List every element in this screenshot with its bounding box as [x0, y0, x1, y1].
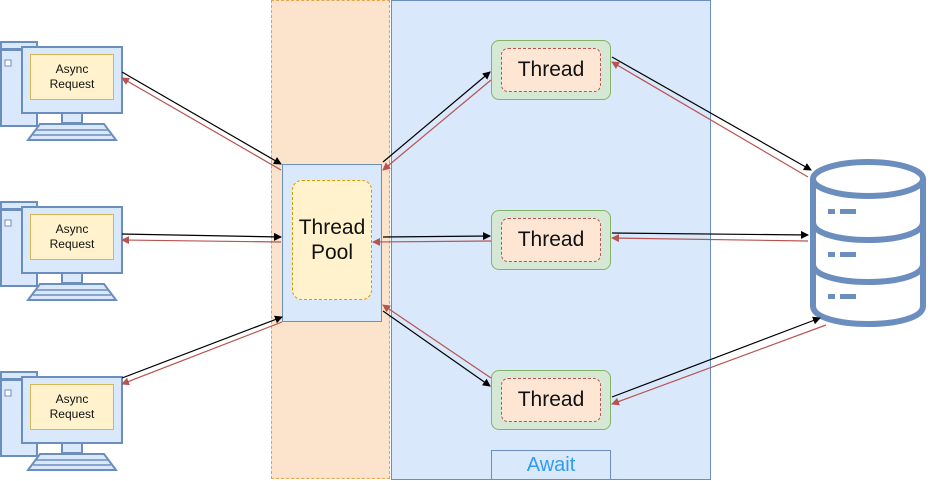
request-arrows [121, 56, 821, 398]
thread-label: Thread [501, 378, 601, 422]
thread-label: Thread [501, 218, 601, 262]
database-icon [810, 159, 926, 327]
client-label: Async Request [30, 384, 114, 430]
thread-pool-label: Thread Pool [292, 180, 372, 300]
thread-label: Thread [501, 48, 601, 92]
client-label: Async Request [30, 214, 114, 260]
response-arrows [121, 61, 827, 406]
await-label: Await [491, 450, 611, 480]
client-label: Async Request [30, 54, 114, 100]
